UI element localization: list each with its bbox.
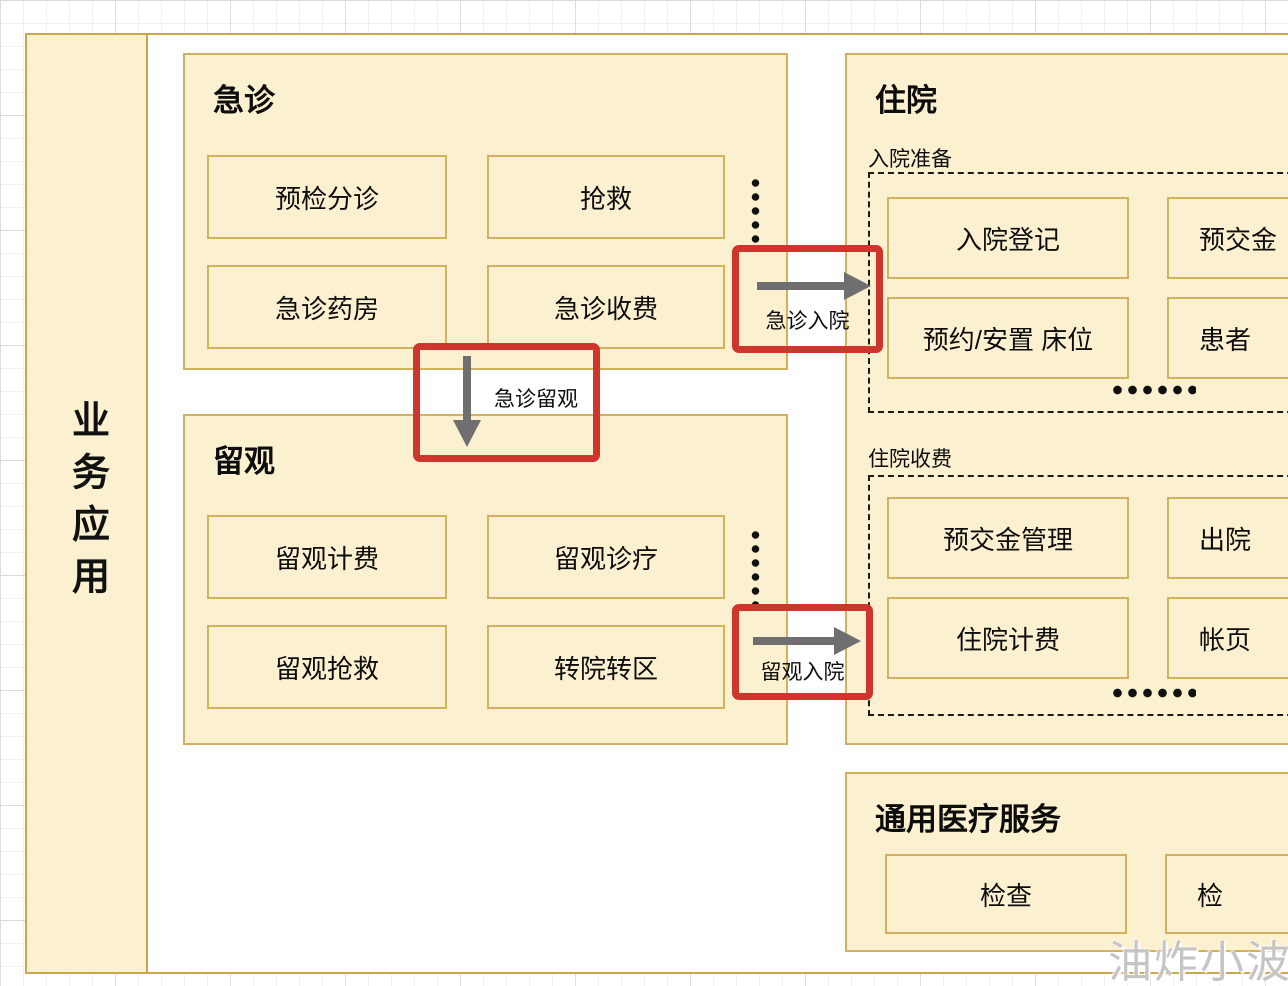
right-arrow-head-icon (834, 627, 861, 655)
business-application-sidebar: 业务应用 (25, 33, 148, 974)
right-arrow-icon (757, 282, 845, 290)
module-observation-treatment: 留观诊疗 (487, 515, 725, 599)
down-arrow-icon (463, 356, 471, 422)
module-pre-exam-triage: 预检分诊 (207, 155, 447, 239)
module-observation-billing: 留观计费 (207, 515, 447, 599)
module-transfer: 转院转区 (487, 625, 725, 709)
right-arrow-head-icon (844, 272, 871, 300)
module-lab-test: 检 (1165, 854, 1288, 934)
inpatient-charging-label: 住院收费 (868, 448, 952, 471)
observation-section: 留观 留观计费 留观诊疗 留观抢救 转院转区 (183, 414, 788, 745)
module-deposit-management: 预交金管理 (887, 497, 1129, 579)
inpatient-section: 住院 入院准备 入院登记 预交金 预约/安置 床位 患者 住院收费 预交金管理 … (845, 53, 1288, 745)
sidebar-title: 业务应用 (65, 399, 108, 608)
connector-emergency-admission: 急诊入院 (732, 245, 883, 353)
general-services-title: 通用医疗服务 (875, 802, 1061, 837)
right-arrow-icon (753, 637, 835, 645)
module-emergency-pharmacy: 急诊药房 (207, 265, 447, 349)
connector-observation-admission: 留观入院 (732, 604, 873, 700)
admission-prep-group: 入院登记 预交金 预约/安置 床位 患者 (868, 172, 1288, 413)
inpatient-title: 住院 (875, 83, 937, 118)
module-inpatient-billing: 住院计费 (887, 597, 1129, 679)
emergency-title: 急诊 (213, 83, 275, 118)
module-bed-booking: 预约/安置 床位 (887, 297, 1129, 379)
connector-emergency-observation: 急诊留观 (413, 343, 600, 462)
observation-title: 留观 (213, 444, 275, 479)
emergency-section: 急诊 预检分诊 抢救 急诊药房 急诊收费 (183, 53, 788, 370)
vertical-ellipsis-dots (751, 528, 760, 604)
vertical-ellipsis-dots (751, 176, 760, 248)
connector-label: 急诊留观 (494, 388, 578, 411)
module-account-page: 帐页 (1167, 597, 1288, 679)
connector-label: 急诊入院 (765, 310, 850, 333)
module-admission-registration: 入院登记 (887, 197, 1129, 279)
module-discharge: 出院 (1167, 497, 1288, 579)
down-arrow-head-icon (453, 420, 481, 447)
ellipsis-dots (1110, 385, 1196, 395)
general-services-section: 通用医疗服务 检查 检 (845, 772, 1288, 952)
inpatient-charging-group: 预交金管理 出院 住院计费 帐页 (868, 475, 1288, 716)
module-emergency-charging: 急诊收费 (487, 265, 725, 349)
module-examination: 检查 (885, 854, 1127, 934)
module-patient: 患者 (1167, 297, 1288, 379)
watermark-text: 油炸小波 (1108, 938, 1288, 986)
ellipsis-dots (1110, 688, 1196, 698)
module-observation-rescue: 留观抢救 (207, 625, 447, 709)
connector-label: 留观入院 (760, 661, 845, 684)
module-rescue: 抢救 (487, 155, 725, 239)
module-deposit: 预交金 (1167, 197, 1288, 279)
admission-prep-label: 入院准备 (868, 148, 952, 171)
